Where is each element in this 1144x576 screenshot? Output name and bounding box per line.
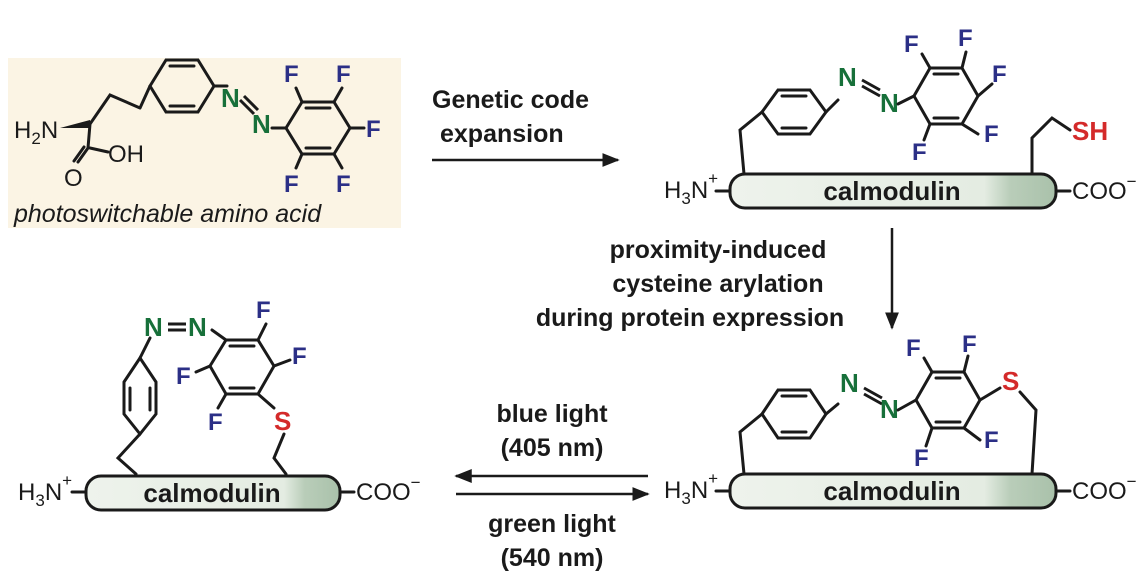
fluorine-label: F [292, 343, 307, 370]
cysteine-linker [272, 432, 288, 476]
green-light-wavelength: (540 nm) [501, 544, 604, 572]
protein-bottom-right: N N F F F F S H3N+ calmodulin COO− [664, 331, 1137, 510]
azo-double-bond [861, 78, 881, 98]
step1-label-line1: Genetic code [432, 86, 589, 114]
protein-top-right: N N F F F F F SH H3N+ calmodulin COO− [664, 25, 1137, 210]
n-terminus: H3N+ [664, 469, 718, 508]
fluorine-label: F [336, 61, 351, 88]
thioether-bond [978, 386, 1002, 402]
c-terminus: COO− [356, 473, 421, 506]
fluorine-label: F [366, 116, 381, 143]
thioether-bond [256, 392, 276, 410]
pfp-double-bonds [932, 72, 960, 120]
fluorine-label: F [984, 121, 999, 148]
fluorine-label: F [992, 61, 1007, 88]
azo-nitrogen-1: N [144, 312, 163, 342]
step2-label-line2: cysteine arylation [612, 270, 823, 298]
n-terminus: H3N+ [664, 169, 718, 208]
phenyl-double-bonds [780, 94, 808, 130]
amino-acid-caption: photoswitchable amino acid [13, 200, 322, 228]
pfp-double-bonds [934, 376, 962, 424]
fluorine-bonds [922, 354, 982, 448]
blue-light-label: blue light [496, 400, 608, 428]
fluorine-label: F [904, 31, 919, 58]
azo-nitrogen-1: N [221, 83, 240, 113]
azo-nitrogen-2: N [880, 88, 899, 118]
amino-acid-panel: H2N OH O N N F F F F F photoswitchable a… [8, 58, 401, 228]
azo-double-bond [863, 386, 883, 406]
aryl-linker [738, 412, 764, 476]
fluorine-label: F [962, 331, 977, 358]
pfp-double-bonds [304, 106, 332, 150]
fluorine-label: F [336, 171, 351, 198]
amino-acid-skeleton [72, 84, 152, 164]
calmodulin-label: calmodulin [143, 478, 280, 508]
amine-label: H2N [14, 117, 58, 148]
step-cysteine-arylation: proximity-induced cysteine arylation dur… [536, 228, 899, 332]
step1-label-line2: expansion [440, 120, 564, 148]
calmodulin-label: calmodulin [823, 176, 960, 206]
fluorine-bonds [194, 322, 292, 410]
azo-nitrogen-2: N [188, 312, 207, 342]
carbonyl-oxygen-label: O [64, 165, 83, 192]
pentafluorophenyl-ring [912, 66, 980, 126]
fluorine-label: F [912, 139, 927, 166]
phenyl-double-bonds [168, 64, 196, 108]
wedge-bond [60, 120, 91, 128]
green-light-label: green light [488, 510, 616, 538]
azo-double-bond [168, 322, 186, 332]
azo-nitrogen-2: N [880, 394, 899, 424]
azo-to-lower-ring-bond [138, 336, 152, 360]
n-terminus: H3N+ [18, 471, 72, 510]
hydroxyl-label: OH [108, 141, 144, 168]
pentafluorophenyl-ring [208, 338, 276, 396]
pfp-double-bonds [228, 344, 256, 390]
cysteine-linker [1030, 116, 1072, 176]
calmodulin-label: calmodulin [823, 476, 960, 506]
c-terminus: COO− [1072, 472, 1137, 505]
thiol-label: SH [1072, 116, 1108, 146]
fluorine-label: F [176, 363, 191, 390]
photoswitch-equilibrium: blue light (405 nm) green light (540 nm) [454, 400, 650, 572]
cysteine-linker [1018, 390, 1038, 476]
fluorine-label: F [208, 409, 223, 436]
fluorine-label: F [906, 335, 921, 362]
aryl-linker [115, 432, 142, 476]
pentafluorophenyl-ring [914, 370, 982, 430]
azo-nitrogen-1: N [840, 368, 859, 398]
thioether-label: S [274, 406, 291, 436]
c-terminus: COO− [1072, 172, 1137, 205]
azo-to-ring-bond [896, 398, 918, 412]
amino-acid-box [8, 58, 401, 228]
fluorine-bonds [294, 86, 366, 170]
azo-double-bond [238, 94, 260, 116]
azo-nitrogen-2: N [252, 109, 271, 139]
step2-label-line3: during protein expression [536, 304, 844, 332]
ring-to-azo-bond [824, 402, 840, 416]
step-genetic-code-expansion: Genetic code expansion [432, 86, 620, 167]
fluorine-bonds [920, 50, 994, 142]
thioether-label: S [1002, 366, 1019, 396]
fluorine-label: F [958, 25, 973, 52]
aryl-linker [738, 110, 764, 176]
azo-to-pfp-bond [210, 328, 228, 342]
fluorine-label: F [284, 171, 299, 198]
azo-nitrogen-1: N [838, 62, 857, 92]
blue-light-wavelength: (405 nm) [501, 434, 604, 462]
protein-bottom-left: N N F F F F S H3N+ calmodulin COO− [18, 297, 421, 512]
azo-to-ring-bond [896, 94, 916, 106]
fluorine-label: F [256, 297, 271, 324]
step2-label-line1: proximity-induced [610, 236, 827, 264]
fluorine-label: F [984, 427, 999, 454]
fluorine-label: F [914, 445, 929, 472]
phenyl-double-bonds [128, 386, 152, 412]
fluorine-label: F [284, 61, 299, 88]
phenyl-double-bonds [780, 394, 808, 434]
ring-to-azo-bond [824, 98, 840, 114]
